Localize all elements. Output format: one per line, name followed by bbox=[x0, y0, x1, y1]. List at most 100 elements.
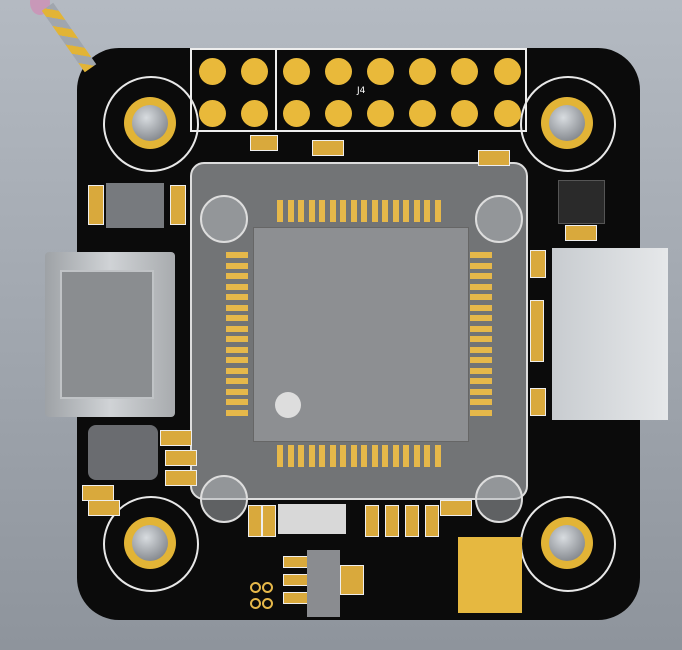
header-pad bbox=[241, 58, 268, 85]
mounting-hole-outline bbox=[103, 76, 199, 172]
mounting-hole bbox=[541, 97, 593, 149]
mcu-pin bbox=[413, 200, 420, 222]
mcu-pin bbox=[470, 325, 492, 332]
smd-component bbox=[82, 485, 114, 501]
mcu-pin bbox=[470, 388, 492, 395]
mcu-pin bbox=[226, 262, 248, 269]
smd-component bbox=[405, 505, 419, 537]
mcu-pin bbox=[287, 445, 294, 467]
smd-component bbox=[165, 470, 197, 486]
mcu-pin bbox=[226, 409, 248, 416]
header-label: J4 bbox=[357, 86, 366, 96]
smd-component bbox=[262, 505, 276, 537]
mcu-pin bbox=[470, 283, 492, 290]
regulator-tab bbox=[340, 565, 364, 595]
pin1-marker bbox=[275, 392, 301, 418]
header-pad bbox=[494, 100, 521, 127]
mcu-pin bbox=[226, 252, 248, 258]
mcu-pin bbox=[413, 445, 420, 467]
mcu-pin bbox=[226, 367, 248, 374]
header-pad bbox=[409, 100, 436, 127]
mcu-pin bbox=[287, 200, 294, 222]
mcu-pin bbox=[470, 357, 492, 363]
header-pad bbox=[494, 58, 521, 85]
mcu-pin bbox=[392, 445, 399, 467]
mcu-pin bbox=[277, 200, 283, 222]
mcu-pin bbox=[226, 357, 248, 363]
fiducial bbox=[200, 195, 248, 243]
header-pad bbox=[241, 100, 268, 127]
mcu-pin bbox=[226, 273, 248, 279]
smd-component bbox=[440, 500, 472, 516]
mcu-pin bbox=[340, 200, 346, 222]
header-j4-outline bbox=[190, 48, 527, 132]
header-pad bbox=[199, 100, 226, 127]
mcu-pin bbox=[371, 200, 378, 222]
mcu-pin bbox=[434, 445, 441, 467]
mcu-pin bbox=[340, 445, 346, 467]
smd-component bbox=[165, 450, 197, 466]
mcu-pin bbox=[424, 445, 430, 467]
smd-component bbox=[530, 300, 544, 362]
mounting-hole-drill bbox=[132, 105, 168, 141]
smd-component bbox=[565, 225, 597, 241]
mcu-pin bbox=[226, 346, 248, 353]
mcu-pin bbox=[470, 273, 492, 279]
header-pad bbox=[325, 100, 352, 127]
mcu-pin bbox=[226, 294, 248, 300]
header-pad bbox=[283, 58, 310, 85]
mounting-hole-drill bbox=[549, 525, 585, 561]
regulator-pad bbox=[283, 574, 309, 586]
header-pad bbox=[367, 58, 394, 85]
mcu-pin bbox=[319, 200, 325, 222]
mounting-hole-drill bbox=[132, 525, 168, 561]
fiducial bbox=[475, 475, 523, 523]
header-pad bbox=[451, 100, 478, 127]
mcu-pin bbox=[308, 200, 315, 222]
header-pad bbox=[367, 100, 394, 127]
mcu-pin bbox=[298, 445, 304, 467]
fiducial bbox=[475, 195, 523, 243]
mcu-pin bbox=[470, 399, 492, 405]
mcu-pin bbox=[277, 445, 283, 467]
header-divider bbox=[275, 48, 277, 132]
mcu-pin bbox=[226, 336, 248, 342]
mcu-pin bbox=[470, 294, 492, 300]
mcu-pin bbox=[226, 378, 248, 384]
usb-port-opening bbox=[60, 270, 154, 399]
marker-tail bbox=[41, 2, 97, 73]
mcu-pin bbox=[470, 367, 492, 374]
mcu-pin bbox=[392, 200, 399, 222]
mcu-pin bbox=[350, 445, 357, 467]
mounting-hole-outline bbox=[520, 76, 616, 172]
mcu-pin bbox=[371, 445, 378, 467]
side-connector bbox=[552, 248, 668, 420]
header-pad bbox=[283, 100, 310, 127]
smd-component bbox=[385, 505, 399, 537]
mcu-pin bbox=[226, 388, 248, 395]
via bbox=[262, 598, 273, 609]
ic-right-top bbox=[558, 180, 605, 224]
mounting-hole bbox=[124, 97, 176, 149]
regulator-pad bbox=[283, 592, 309, 604]
mcu-pin bbox=[329, 445, 336, 467]
mcu-pin bbox=[319, 445, 325, 467]
component-left-top bbox=[106, 183, 164, 228]
mounting-hole bbox=[541, 517, 593, 569]
smd-component bbox=[530, 388, 546, 416]
smd-component bbox=[478, 150, 510, 166]
smd-component bbox=[248, 505, 262, 537]
regulator bbox=[307, 550, 340, 617]
smd-component bbox=[88, 500, 120, 516]
mcu-pin bbox=[424, 200, 430, 222]
mcu-pin bbox=[434, 200, 441, 222]
smd-component bbox=[88, 185, 104, 225]
smd-component bbox=[160, 430, 192, 446]
mcu-pin bbox=[470, 262, 492, 269]
smd-component bbox=[530, 250, 546, 278]
mcu-pin bbox=[226, 283, 248, 290]
smd-component bbox=[312, 140, 344, 156]
header-pad bbox=[325, 58, 352, 85]
mcu-pin bbox=[298, 200, 304, 222]
fiducial bbox=[200, 475, 248, 523]
